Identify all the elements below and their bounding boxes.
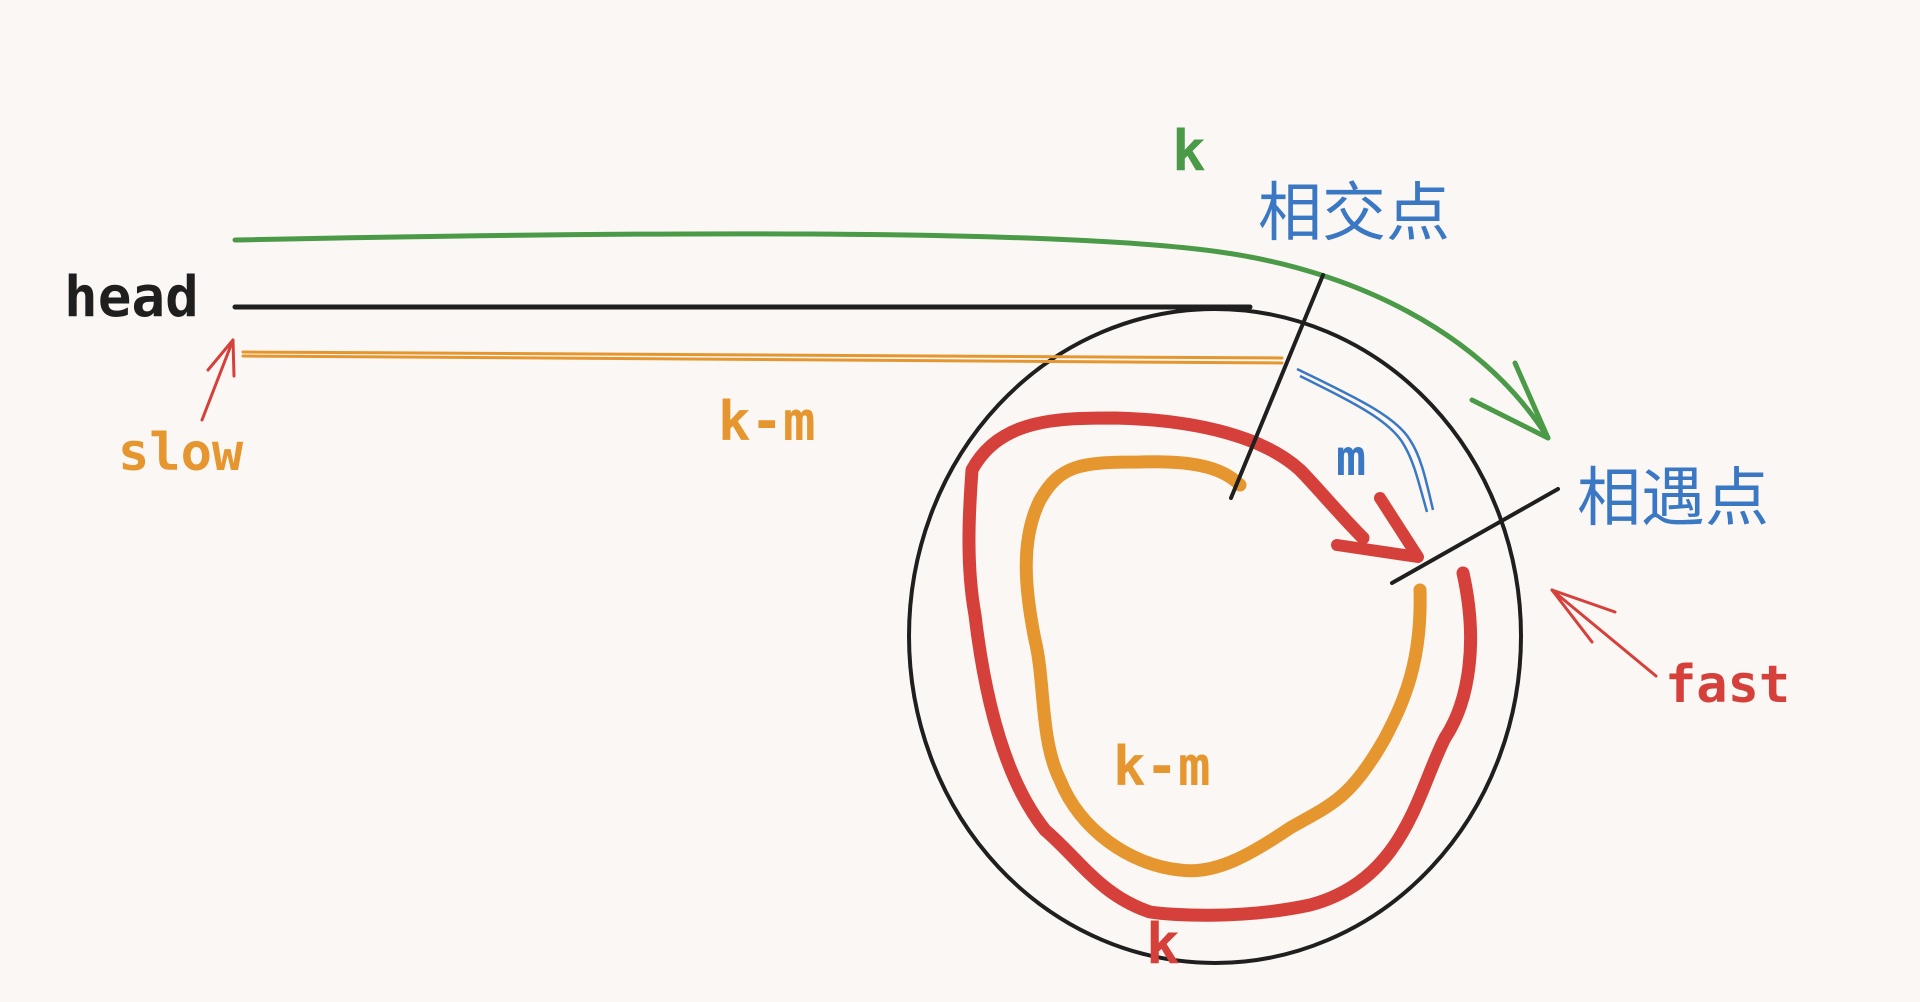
k-top-label: k — [1172, 119, 1206, 184]
red-arrowhead — [1331, 492, 1424, 563]
slow-pointer-arrow — [200, 338, 236, 422]
orange-km-line — [241, 350, 1284, 365]
orange-km-loop — [1019, 455, 1427, 878]
green-k-path — [232, 231, 1551, 441]
k-bottom-label: k — [1146, 912, 1180, 977]
meeting-label: 相遇点 — [1577, 462, 1769, 536]
m-label: m — [1336, 429, 1366, 487]
intersection-label: 相交点 — [1258, 177, 1450, 251]
cycle-circle — [907, 307, 1523, 965]
km-top-label: k-m — [718, 390, 816, 453]
red-k-loop — [962, 411, 1478, 922]
km-circle-label: k-m — [1113, 735, 1211, 798]
meeting-tick — [1390, 487, 1560, 585]
green-k-curve — [232, 231, 1551, 441]
head-label: head — [64, 265, 199, 330]
slow-label: slow — [118, 423, 244, 483]
blue-m-arc — [1296, 367, 1435, 513]
green-arrowhead — [1469, 360, 1551, 441]
fast-label: fast — [1665, 655, 1790, 715]
fast-pointer-arrow — [1550, 588, 1658, 678]
intersection-tick — [1229, 273, 1325, 500]
